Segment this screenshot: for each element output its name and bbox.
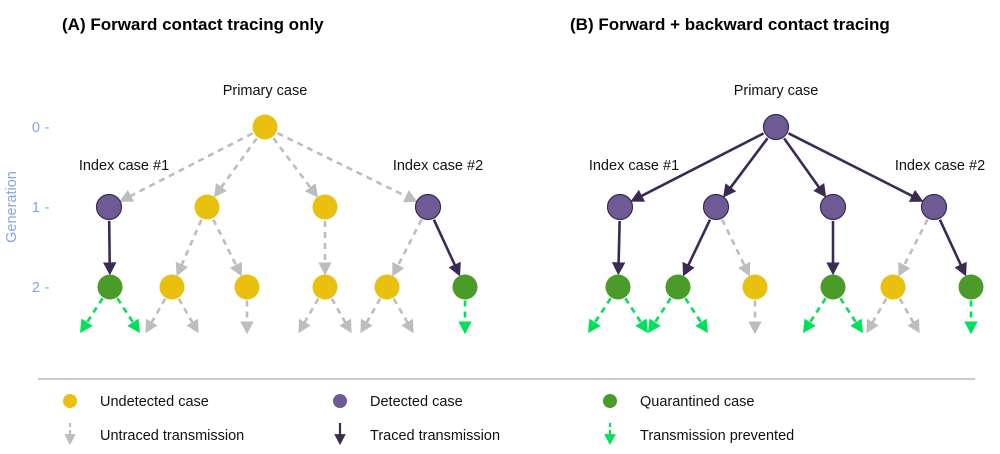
generation-axis: 0-1-2-Generation bbox=[4, 120, 50, 296]
legend-detected-case-label: Detected case bbox=[370, 394, 463, 410]
legend: Undetected case Detected case Quarantined … bbox=[38, 378, 975, 446]
onward-transmission-arrows bbox=[80, 297, 978, 335]
axis-tick-label-1: 1 bbox=[32, 200, 40, 216]
case-node-quarantined-A2a[interactable] bbox=[97, 274, 123, 300]
case-node-undetected-A2b[interactable] bbox=[159, 274, 185, 300]
onward-arrow-prevented-B-5 bbox=[803, 297, 827, 334]
legend-detected-case-swatch bbox=[333, 394, 347, 408]
onward-arrow-untraced-A-5 bbox=[298, 298, 320, 334]
edge-untraced-A-8 bbox=[392, 218, 423, 277]
axis-tick-mark-0: - bbox=[45, 120, 50, 136]
edge-traced-B-0 bbox=[630, 132, 765, 202]
case-node-quarantined-B2f[interactable] bbox=[958, 274, 984, 300]
case-node-undetected-A1b[interactable] bbox=[194, 194, 220, 220]
primary-case-label-B: Primary case bbox=[734, 83, 819, 99]
case-node-detected-A1a[interactable] bbox=[95, 193, 123, 221]
primary-case-label-A: Primary case bbox=[223, 83, 308, 99]
case-node-undetected-A0[interactable] bbox=[252, 114, 278, 140]
case-node-undetected-A1c[interactable] bbox=[312, 194, 338, 220]
legend-undetected-case-label: Undetected case bbox=[100, 394, 209, 410]
case-node-detected-B1d[interactable] bbox=[920, 193, 948, 221]
edge-traced-A-9 bbox=[432, 219, 461, 277]
onward-arrow-prevented-B-2 bbox=[648, 297, 672, 334]
legend-untraced-transmission-label: Untraced transmission bbox=[100, 428, 244, 444]
case-node-detected-B1a[interactable] bbox=[606, 193, 634, 221]
index-case-2-label-A: Index case #2 bbox=[393, 158, 483, 174]
legend-transmission-prevented-label: Transmission prevented bbox=[640, 428, 794, 444]
onward-arrow-untraced-A-2 bbox=[145, 298, 167, 334]
edge-traced-B-1 bbox=[723, 137, 769, 198]
case-node-quarantined-B2d[interactable] bbox=[820, 274, 846, 300]
onward-arrow-untraced-A-3 bbox=[177, 298, 199, 334]
edge-traced-B-9 bbox=[938, 219, 967, 277]
edge-untraced-A-2 bbox=[272, 137, 318, 198]
case-node-detected-B1c[interactable] bbox=[819, 193, 847, 221]
case-node-undetected-A2e[interactable] bbox=[374, 274, 400, 300]
edge-untraced-A-3 bbox=[276, 132, 418, 203]
legend-traced-transmission-label: Traced transmission bbox=[370, 428, 500, 444]
onward-arrow-untraced-B-7 bbox=[866, 298, 888, 334]
onward-arrow-prevented-A-0 bbox=[80, 297, 104, 334]
onward-arrow-untraced-A-8 bbox=[392, 298, 414, 334]
case-nodes bbox=[95, 113, 984, 300]
legend-quarantined-case-label: Quarantined case bbox=[640, 394, 754, 410]
axis-tick-mark-1: - bbox=[45, 200, 50, 216]
edge-traced-B-4 bbox=[611, 220, 626, 276]
onward-arrow-prevented-B-1 bbox=[624, 297, 648, 334]
edge-traced-B-3 bbox=[787, 132, 924, 202]
edge-traced-B-5 bbox=[682, 219, 712, 277]
edge-untraced-A-0 bbox=[119, 132, 254, 202]
edge-untraced-A-6 bbox=[212, 218, 242, 277]
onward-arrow-prevented-A-1 bbox=[116, 297, 140, 334]
case-node-quarantined-B2b[interactable] bbox=[665, 274, 691, 300]
case-node-detected-A1d[interactable] bbox=[414, 193, 442, 221]
legend-quarantined-case-swatch bbox=[603, 394, 617, 408]
onward-arrow-prevented-B-6 bbox=[839, 297, 863, 334]
index-case-1-label-B: Index case #1 bbox=[589, 158, 679, 174]
transmission-edges bbox=[102, 132, 967, 277]
case-node-undetected-A2d[interactable] bbox=[312, 274, 338, 300]
onward-arrow-untraced-A-6 bbox=[330, 298, 352, 334]
onward-arrow-untraced-B-8 bbox=[898, 298, 920, 334]
edge-untraced-A-5 bbox=[175, 219, 203, 277]
panel-titles: (A) Forward contact tracing only (B) Forw… bbox=[62, 15, 890, 34]
panel-title-B: (B) Forward + backward contact tracing bbox=[570, 15, 890, 34]
edge-traced-A-4 bbox=[102, 220, 117, 276]
onward-arrow-untraced-A-7 bbox=[360, 298, 382, 334]
index-case-2-label-B: Index case #2 bbox=[895, 158, 985, 174]
case-node-undetected-B2c[interactable] bbox=[742, 274, 768, 300]
case-node-quarantined-B2a[interactable] bbox=[605, 274, 631, 300]
legend-undetected-case-swatch bbox=[63, 394, 77, 408]
axis-tick-label-0: 0 bbox=[32, 120, 40, 136]
edge-untraced-B-6 bbox=[720, 219, 751, 277]
case-node-undetected-B2e[interactable] bbox=[880, 274, 906, 300]
onward-arrow-prevented-B-3 bbox=[684, 297, 708, 334]
index-case-1-label-A: Index case #1 bbox=[79, 158, 169, 174]
case-node-detected-B0[interactable] bbox=[762, 113, 790, 141]
axis-tick-label-2: 2 bbox=[32, 280, 40, 296]
panel-title-A: (A) Forward contact tracing only bbox=[62, 15, 324, 34]
case-node-quarantined-A2f[interactable] bbox=[452, 274, 478, 300]
case-node-detected-B1b[interactable] bbox=[702, 193, 730, 221]
edge-untraced-B-8 bbox=[898, 218, 929, 277]
axis-tick-mark-2: - bbox=[45, 280, 50, 296]
axis-title-generation: Generation bbox=[4, 171, 20, 243]
edge-traced-B-2 bbox=[783, 137, 827, 198]
onward-arrow-prevented-B-0 bbox=[588, 297, 612, 334]
case-node-undetected-A2c[interactable] bbox=[234, 274, 260, 300]
